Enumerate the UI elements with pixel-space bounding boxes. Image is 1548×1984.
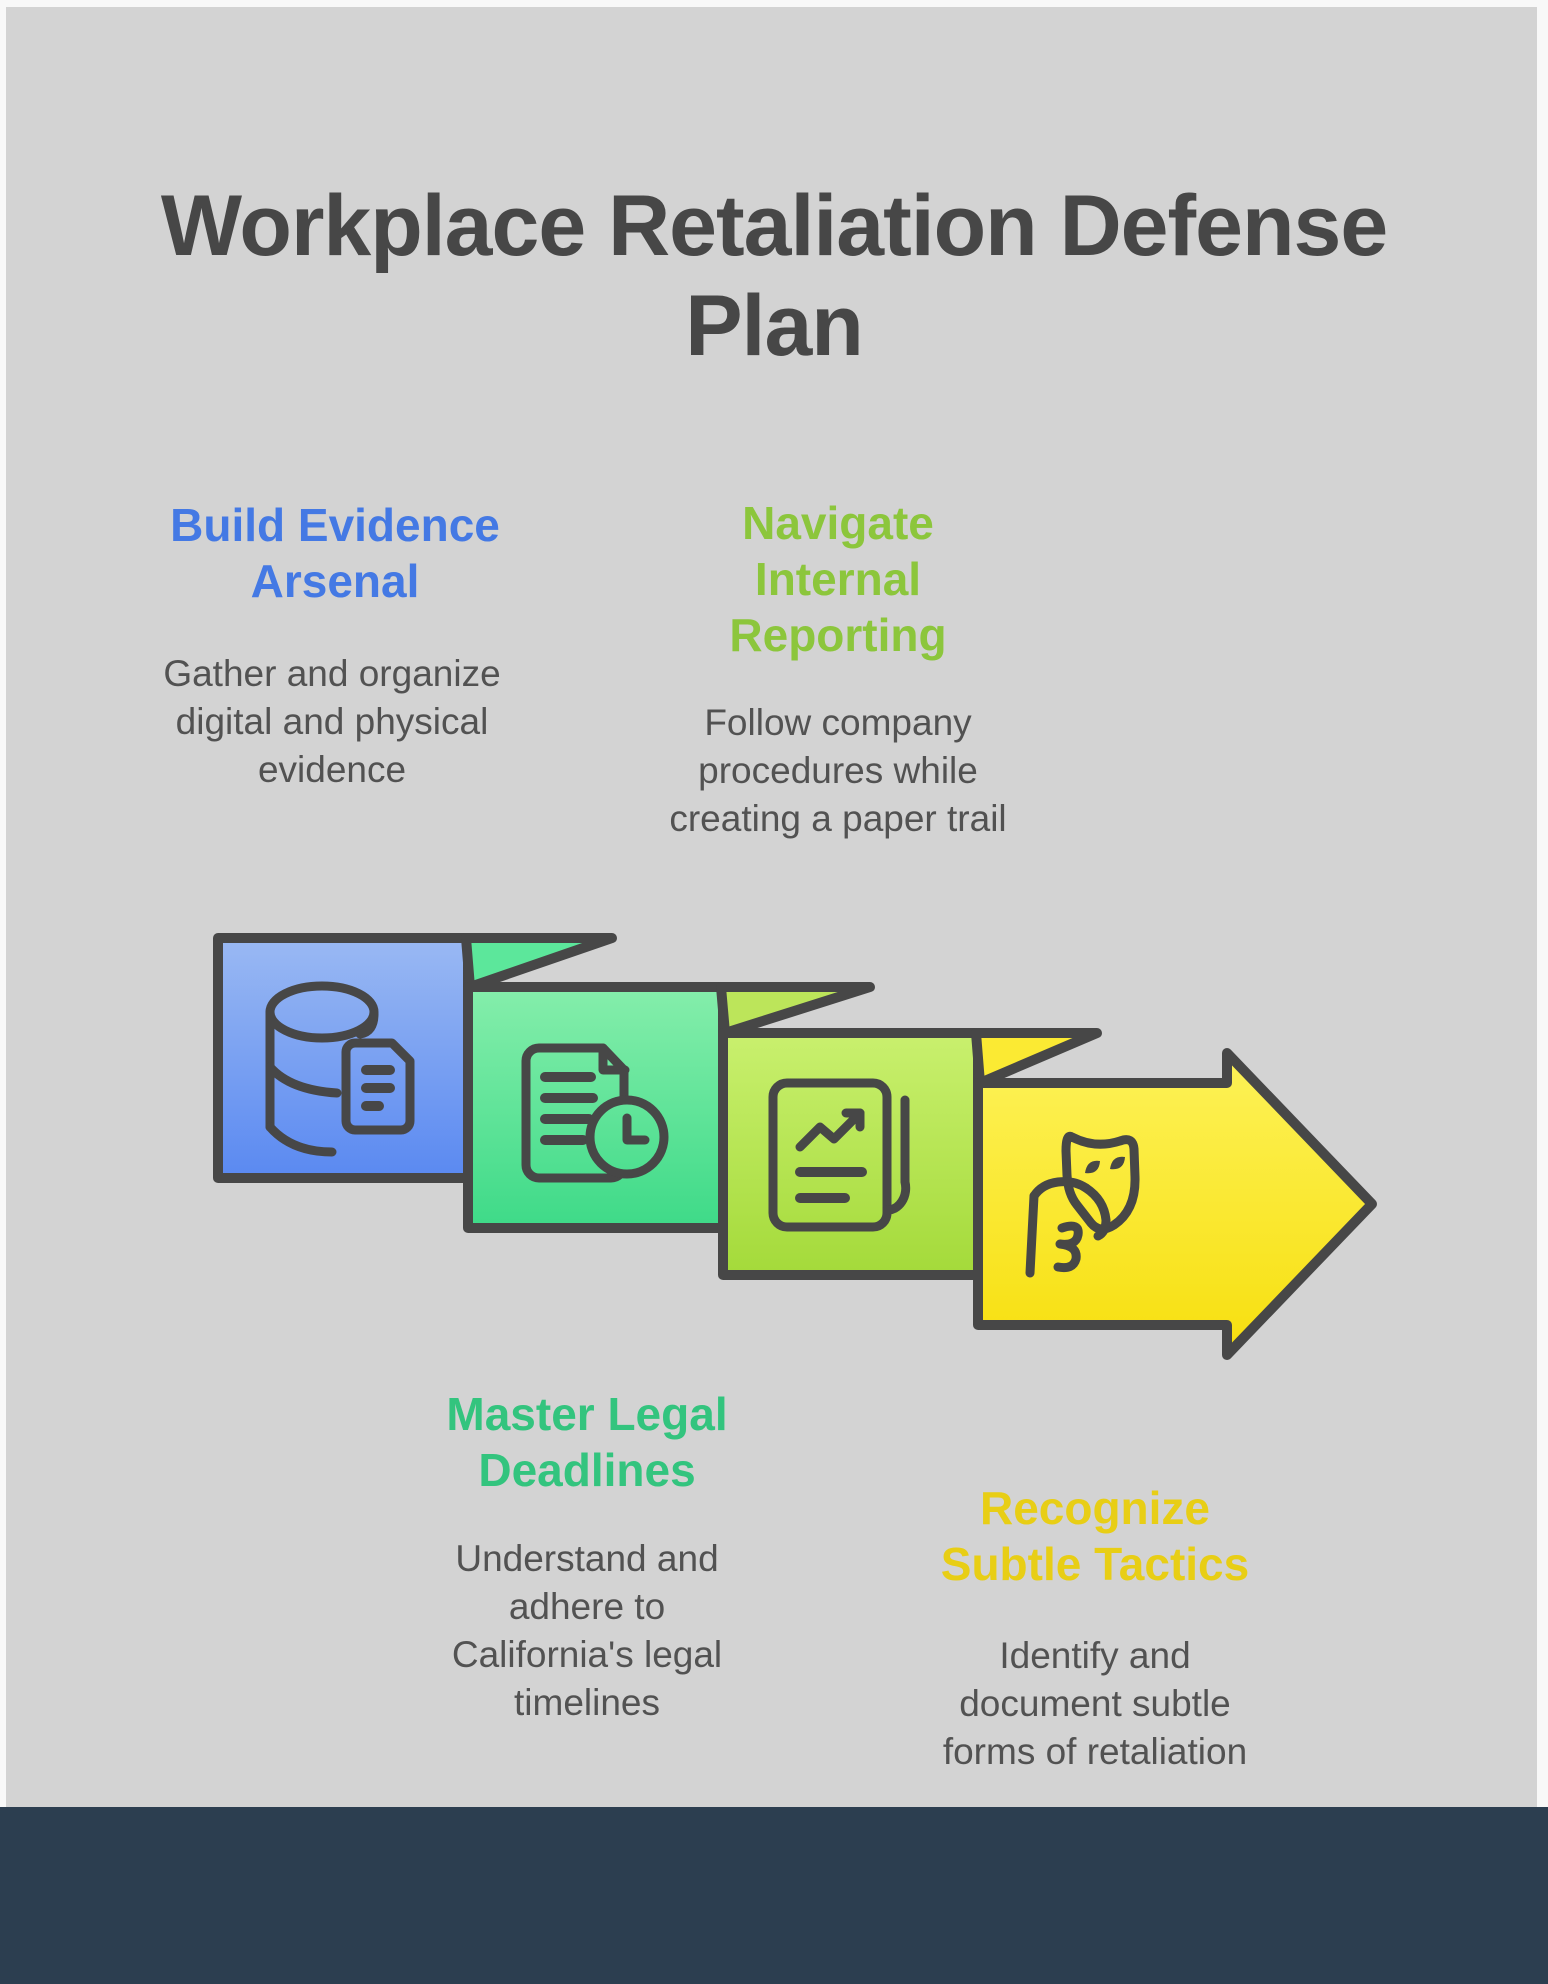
body-line: digital and physical (175, 701, 489, 742)
body-line: California's legal (451, 1634, 723, 1675)
body-recognize-subtle-tactics: Identify and document subtle forms of re… (875, 1632, 1315, 1776)
heading-line: Subtle Tactics (940, 1538, 1250, 1590)
heading-navigate-internal-reporting: Navigate Internal Reporting (618, 495, 1058, 663)
body-line: timelines (514, 1682, 660, 1723)
fold-triangle-2 (716, 982, 875, 1038)
process-flow-graphic (213, 933, 1377, 1360)
body-navigate-internal-reporting: Follow company procedures while creating… (618, 699, 1058, 843)
gray-canvas (6, 7, 1537, 1807)
footer-bar (0, 1807, 1548, 1984)
report-trend-icon (768, 1078, 911, 1232)
body-line: procedures while (698, 750, 978, 791)
body-line: forms of retaliation (942, 1731, 1248, 1772)
heading-line: Arsenal (250, 555, 420, 607)
heading-master-legal-deadlines: Master Legal Deadlines (367, 1386, 807, 1498)
fold-triangle-1 (461, 933, 617, 992)
database-document-icon (265, 981, 415, 1157)
heading-line: Build Evidence (170, 499, 500, 551)
body-line: Understand and (455, 1538, 719, 1579)
body-line: creating a paper trail (669, 798, 1007, 839)
heading-line: Navigate (742, 497, 934, 549)
heading-line: Deadlines (478, 1444, 696, 1496)
heading-line: Master Legal (446, 1388, 728, 1440)
flow-step-panel-2 (463, 982, 728, 1233)
mask-hand-icon (1025, 1131, 1140, 1278)
page-title-line: Plan (685, 278, 864, 374)
body-line: Identify and (999, 1635, 1191, 1676)
page-title-line: Workplace Retaliation Defense (160, 178, 1388, 274)
heading-recognize-subtle-tactics: Recognize Subtle Tactics (875, 1480, 1315, 1592)
flow-arrow-panel-4 (973, 1048, 1377, 1360)
heading-line: Internal (754, 553, 922, 605)
body-build-evidence-arsenal: Gather and organize digital and physical… (112, 650, 552, 794)
heading-line: Reporting (729, 609, 947, 661)
heading-build-evidence-arsenal: Build Evidence Arsenal (115, 497, 555, 609)
document-clock-icon (521, 1043, 669, 1183)
body-line: Gather and organize (163, 653, 501, 694)
body-master-legal-deadlines: Understand and adhere to California's le… (367, 1535, 807, 1727)
page-title: Workplace Retaliation Defense Plan (74, 176, 1474, 376)
body-line: adhere to (508, 1586, 666, 1627)
fold-triangle-3 (971, 1028, 1102, 1088)
body-line: evidence (257, 749, 407, 790)
body-line: document subtle (959, 1683, 1231, 1724)
heading-line: Recognize (979, 1482, 1211, 1534)
body-line: Follow company (704, 702, 972, 743)
